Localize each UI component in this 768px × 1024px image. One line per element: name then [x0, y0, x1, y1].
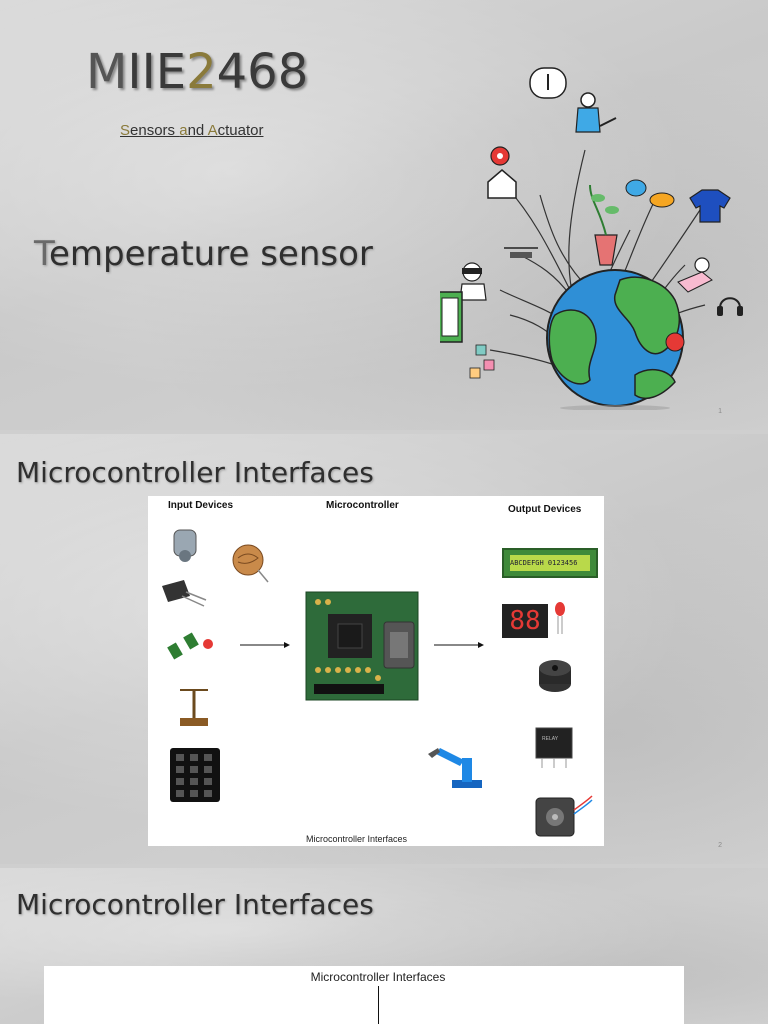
- motor-sensor-icon: [173, 529, 197, 562]
- title-part: emperature sensor: [49, 234, 373, 274]
- output-arrow: [434, 642, 484, 648]
- subtitle-part: nd: [187, 122, 208, 139]
- output-devices-label: Output Devices: [508, 504, 582, 515]
- subtitle-part: S: [120, 122, 131, 139]
- course-code-part: M: [86, 44, 128, 100]
- diagram-panel: Microcontroller Interfaces: [44, 966, 684, 1024]
- panel-title: Microcontroller Interfaces: [310, 970, 446, 984]
- slide-heading: Microcontroller Interfaces: [16, 888, 374, 921]
- microcontroller-label: Microcontroller: [326, 500, 399, 511]
- input-devices-label: Input Devices: [168, 500, 234, 511]
- title-part: T: [34, 234, 49, 274]
- keypad-icon: [170, 748, 220, 802]
- course-code-part: IIE: [127, 44, 187, 100]
- robot-arm-icon: [428, 748, 482, 788]
- subtitle-part: ensors: [130, 122, 180, 139]
- slide-number: 1: [718, 408, 722, 415]
- subtitle-part: A: [207, 122, 218, 139]
- slide-2: Microcontroller Interfaces Input Devices…: [0, 434, 768, 864]
- slide-title: Temperature sensor: [34, 234, 373, 274]
- course-code: MIIE2468: [86, 44, 308, 100]
- slide-heading: Microcontroller Interfaces: [16, 456, 374, 489]
- slide-3: Microcontroller Interfaces Microcontroll…: [0, 868, 768, 1024]
- subtitle-part: ctuator: [217, 122, 264, 139]
- diagram-caption: Microcontroller Interfaces: [306, 834, 408, 844]
- course-code-part: 468: [216, 44, 309, 100]
- slide-number: 2: [718, 842, 722, 849]
- connector-line: [378, 986, 379, 1024]
- svg-text:RELAY: RELAY: [542, 736, 559, 742]
- course-subtitle: Sensors and Actuator: [120, 122, 263, 139]
- course-code-part: 2: [186, 44, 217, 100]
- relay-icon: RELAY: [535, 727, 573, 768]
- stepper-motor-icon: [535, 795, 593, 837]
- lcd-display: ABCDEFGH 0123456: [502, 548, 598, 578]
- red-led-icon: [555, 602, 565, 634]
- interface-diagram: Input Devices Microcontroller Output Dev…: [148, 496, 604, 846]
- seven-segment-display: 88: [502, 604, 548, 638]
- iot-globe-illustration: [440, 67, 743, 410]
- subtitle-part: a: [179, 122, 188, 139]
- buzzer-icon: [539, 660, 571, 692]
- ldr-sensor-icon: [232, 544, 269, 583]
- input-arrow: [240, 642, 290, 648]
- led-sensor-pair-icon: [167, 632, 213, 660]
- anemometer-icon: [180, 689, 208, 726]
- microcontroller-board-icon: [305, 591, 419, 701]
- lcd-text: ABCDEFGH 0123456: [510, 555, 590, 571]
- slide-1: MIIE2468 Sensors and Actuator Temperatur…: [0, 0, 768, 430]
- transistor-sensor-icon: [162, 580, 207, 607]
